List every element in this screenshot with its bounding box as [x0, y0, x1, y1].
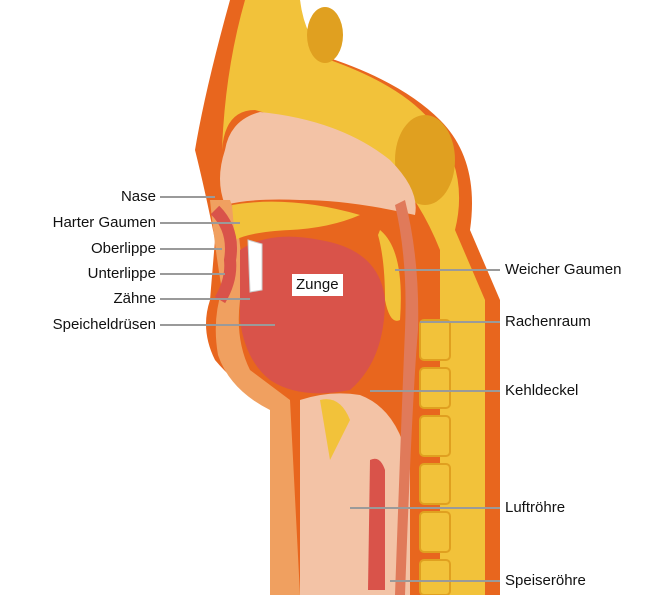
- esophagus: [368, 459, 385, 590]
- label-unterlippe: Unterlippe: [88, 265, 156, 283]
- label-speiseroehre: Speiseröhre: [505, 572, 586, 590]
- label-harter-gaumen: Harter Gaumen: [53, 214, 156, 232]
- label-luftroehre: Luftröhre: [505, 499, 565, 517]
- label-rachenraum: Rachenraum: [505, 313, 591, 331]
- label-zaehne: Zähne: [113, 290, 156, 308]
- label-nase: Nase: [121, 188, 156, 206]
- label-kehldeckel: Kehldeckel: [505, 382, 578, 400]
- label-oberlippe: Oberlippe: [91, 240, 156, 258]
- label-zunge: Zunge: [292, 274, 343, 296]
- label-weicher-gaumen: Weicher Gaumen: [505, 261, 621, 279]
- teeth: [248, 240, 262, 292]
- throat-tissue: [300, 393, 410, 595]
- label-speicheldruesen: Speicheldrüsen: [53, 316, 156, 334]
- skull-top-spot: [307, 7, 343, 63]
